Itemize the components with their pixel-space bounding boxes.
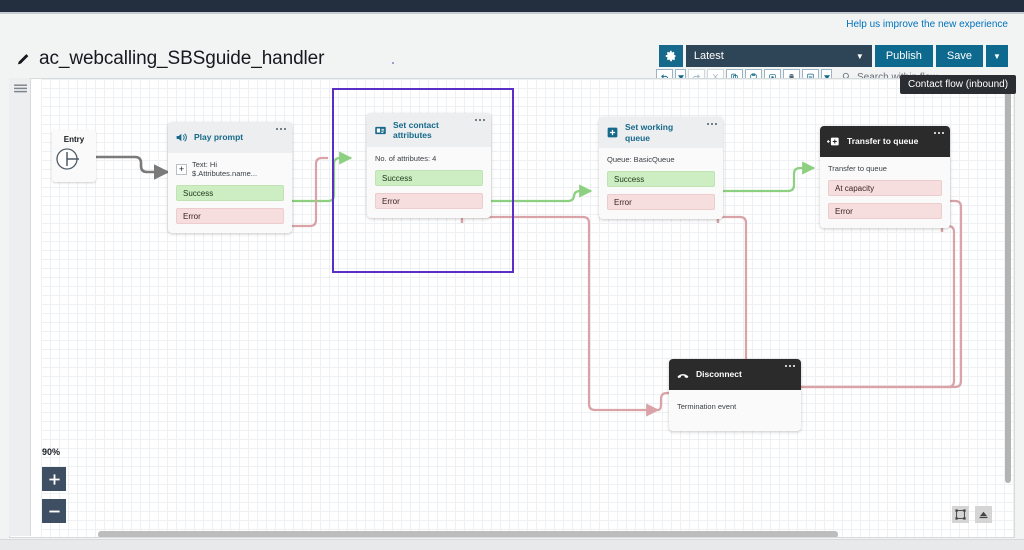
zoom-level-label: 90% — [42, 447, 61, 457]
page-header: Help us improve the new experience ac_we… — [0, 14, 1024, 86]
port-error[interactable]: Error — [176, 208, 284, 224]
node-description-text: Termination event — [677, 402, 737, 411]
flow-version-value: Latest — [693, 50, 724, 62]
zoom-in-button[interactable] — [42, 467, 66, 491]
node-header: Transfer to queue — [820, 126, 950, 157]
flow-actions-row: Latest ▼ Publish Save ▼ — [658, 45, 1008, 67]
node-description: Queue: BasicQueue — [607, 155, 715, 164]
more-options-icon[interactable] — [933, 132, 944, 135]
top-bar-divider — [0, 12, 1024, 14]
node-disconnect[interactable]: Disconnect Termination event — [669, 359, 801, 431]
node-body: + Text: Hi $.Attributes.name... Success … — [168, 153, 292, 233]
node-description: No. of attributes: 4 — [375, 154, 483, 163]
save-button[interactable]: Save — [935, 45, 983, 67]
chevron-down-icon: ▼ — [855, 51, 864, 61]
more-options-icon[interactable] — [474, 119, 485, 122]
help-improve-link[interactable]: Help us improve the new experience — [846, 19, 1008, 30]
canvas-horizontal-scrollbar[interactable] — [10, 531, 1014, 537]
entry-label: Entry — [63, 135, 85, 144]
node-header: Play prompt — [168, 122, 292, 153]
node-title: Disconnect — [696, 369, 742, 380]
fit-to-screen-icon[interactable] — [952, 506, 969, 523]
global-top-bar — [0, 0, 1024, 12]
publish-button[interactable]: Publish — [874, 45, 933, 67]
node-description-text: No. of attributes: 4 — [375, 154, 437, 163]
port-error[interactable]: Error — [375, 193, 483, 209]
align-icon[interactable] — [975, 506, 992, 523]
node-title: Play prompt — [194, 132, 244, 143]
window-footer — [0, 539, 1024, 550]
node-title: Set working queue — [625, 122, 674, 143]
flow-version-select[interactable]: Latest ▼ — [685, 45, 872, 67]
unsaved-indicator-dot — [392, 62, 394, 64]
node-play-prompt[interactable]: Play prompt + Text: Hi $.Attributes.name… — [168, 122, 292, 233]
node-body: Queue: BasicQueue Success Error — [599, 148, 723, 219]
node-set-working-queue[interactable]: Set working queue Queue: BasicQueue Succ… — [599, 117, 723, 219]
flow-title-row: ac_webcalling_SBSguide_handler — [16, 48, 324, 70]
port-at-capacity[interactable]: At capacity — [828, 180, 942, 196]
pencil-icon[interactable] — [16, 52, 31, 67]
node-description-text: Transfer to queue — [828, 164, 887, 173]
hamburger-icon[interactable] — [14, 82, 27, 100]
more-options-icon[interactable] — [706, 123, 717, 126]
node-body: No. of attributes: 4 Success Error — [367, 147, 491, 218]
chevron-down-icon: ▼ — [993, 51, 1001, 61]
queue-icon — [606, 126, 619, 139]
save-dropdown-button[interactable]: ▼ — [986, 45, 1008, 67]
scrollbar-thumb[interactable] — [1005, 83, 1011, 483]
node-title: Transfer to queue — [847, 136, 919, 147]
node-description: + Text: Hi $.Attributes.name... — [176, 160, 284, 178]
node-header: Set contact attributes — [367, 113, 491, 147]
port-success[interactable]: Success — [176, 185, 284, 201]
entry-icon — [56, 148, 79, 170]
hangup-icon — [676, 368, 690, 381]
port-success[interactable]: Success — [607, 171, 715, 187]
node-body: Transfer to queue At capacity Error — [820, 157, 950, 228]
port-error[interactable]: Error — [828, 203, 942, 219]
scrollbar-thumb[interactable] — [98, 531, 838, 537]
gear-icon[interactable] — [658, 45, 683, 67]
node-header: Set working queue — [599, 117, 723, 148]
flow-canvas[interactable]: Entry Play prompt + — [9, 78, 1015, 538]
node-transfer-to-queue[interactable]: Transfer to queue Transfer to queue At c… — [820, 126, 950, 228]
attributes-icon — [374, 124, 387, 137]
page-title: ac_webcalling_SBSguide_handler — [39, 48, 325, 69]
more-options-icon[interactable] — [784, 365, 795, 368]
more-options-icon[interactable] — [275, 128, 286, 131]
port-success[interactable]: Success — [375, 170, 483, 186]
plus-icon: + — [176, 163, 187, 175]
node-set-contact-attributes[interactable]: Set contact attributes No. of attributes… — [367, 113, 491, 218]
node-body: Termination event — [669, 390, 801, 431]
speaker-icon — [175, 131, 188, 144]
contact-flow-type-tooltip: Contact flow (inbound) — [900, 75, 1017, 94]
node-header: Disconnect — [669, 359, 801, 390]
canvas-side-panel-handle[interactable] — [9, 78, 31, 536]
zoom-out-button[interactable] — [42, 499, 66, 523]
node-description-text: Queue: BasicQueue — [607, 155, 675, 164]
node-description: Transfer to queue — [828, 164, 942, 173]
canvas-vertical-scrollbar[interactable] — [1005, 83, 1011, 523]
canvas-view-buttons — [952, 506, 992, 523]
entry-point[interactable]: Entry — [52, 130, 96, 182]
node-description-text: Text: Hi $.Attributes.name... — [192, 160, 258, 178]
node-description: Termination event — [677, 402, 793, 411]
node-title: Set contact attributes — [393, 119, 439, 140]
port-error[interactable]: Error — [607, 194, 715, 210]
transfer-icon — [827, 135, 841, 148]
